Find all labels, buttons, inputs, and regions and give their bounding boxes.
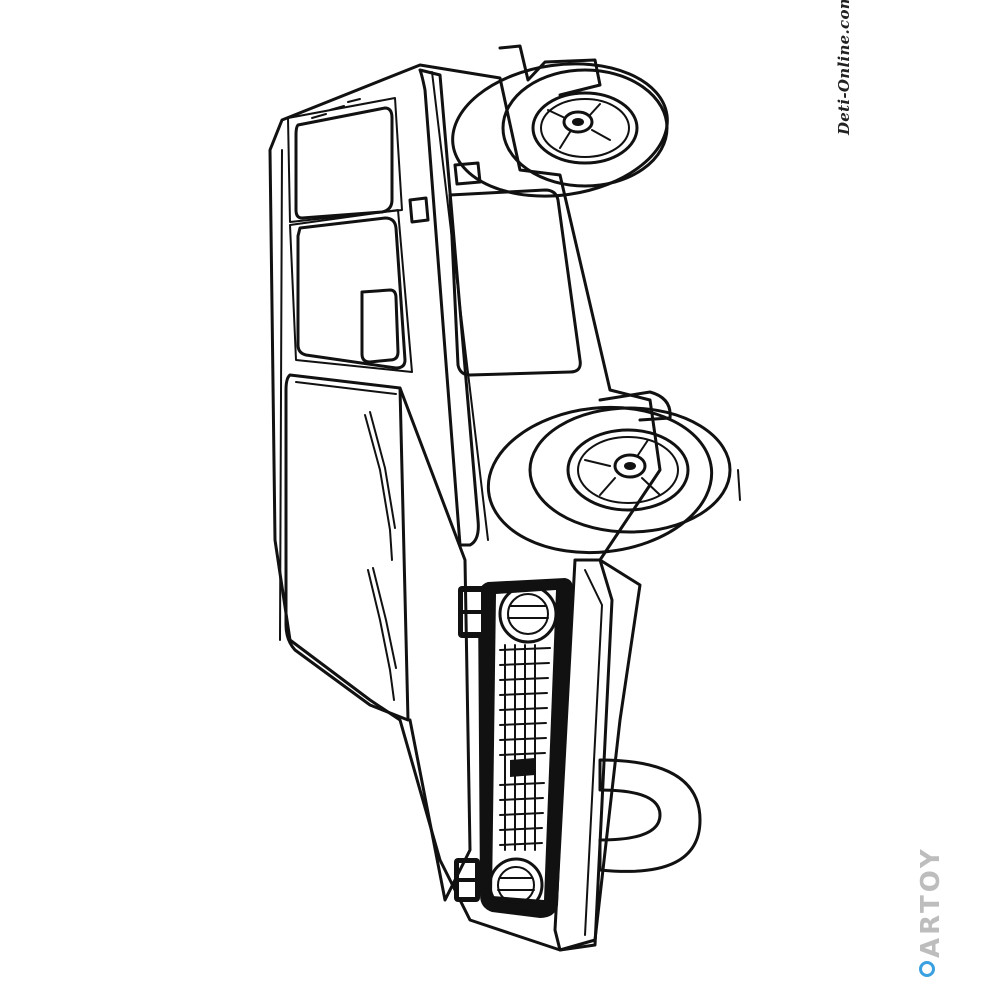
upper-turn-signal: [458, 586, 486, 638]
door-crease-upper: [364, 414, 393, 561]
far-wheel: [598, 758, 702, 873]
door-crease-upper-2: [369, 411, 396, 529]
rear-window-upper: [294, 106, 394, 220]
front-wheel: [486, 405, 732, 555]
door-crease-lower: [367, 569, 395, 701]
body-belt-line: [431, 71, 489, 541]
front-wheel-arch: [598, 390, 672, 422]
brand-watermark-dot-icon: [919, 961, 935, 977]
side-mirror: [360, 288, 400, 364]
rear-wheel-arch: [498, 44, 602, 97]
lower-turn-signal: [454, 858, 480, 902]
rear-door-handle: [408, 196, 430, 224]
splash-guard: [737, 469, 741, 501]
grille-emblem: [510, 758, 535, 777]
rear-marker-lights: [311, 98, 361, 119]
front-bumper: [553, 558, 614, 952]
lower-headlight: [488, 857, 544, 913]
upper-headlight: [498, 584, 558, 644]
rear-side-panel: [448, 188, 582, 377]
door-crease-lower-2: [372, 567, 397, 669]
roof-line: [279, 149, 283, 641]
side-window: [296, 216, 407, 370]
front-fender: [398, 386, 472, 902]
rear-quarter-panel: [418, 68, 480, 547]
grille-slats: [499, 644, 551, 851]
rear-window-frame: [287, 97, 403, 223]
brand-watermark: ARTOY: [916, 846, 946, 958]
side-window-frame: [289, 209, 413, 373]
front-door: [284, 373, 410, 722]
door-inner-line: [295, 381, 397, 395]
fuel-cap: [453, 161, 482, 186]
bumper-inner: [584, 569, 603, 936]
site-watermark: Deti-Online.com: [835, 0, 853, 135]
rear-wheel: [451, 62, 669, 198]
